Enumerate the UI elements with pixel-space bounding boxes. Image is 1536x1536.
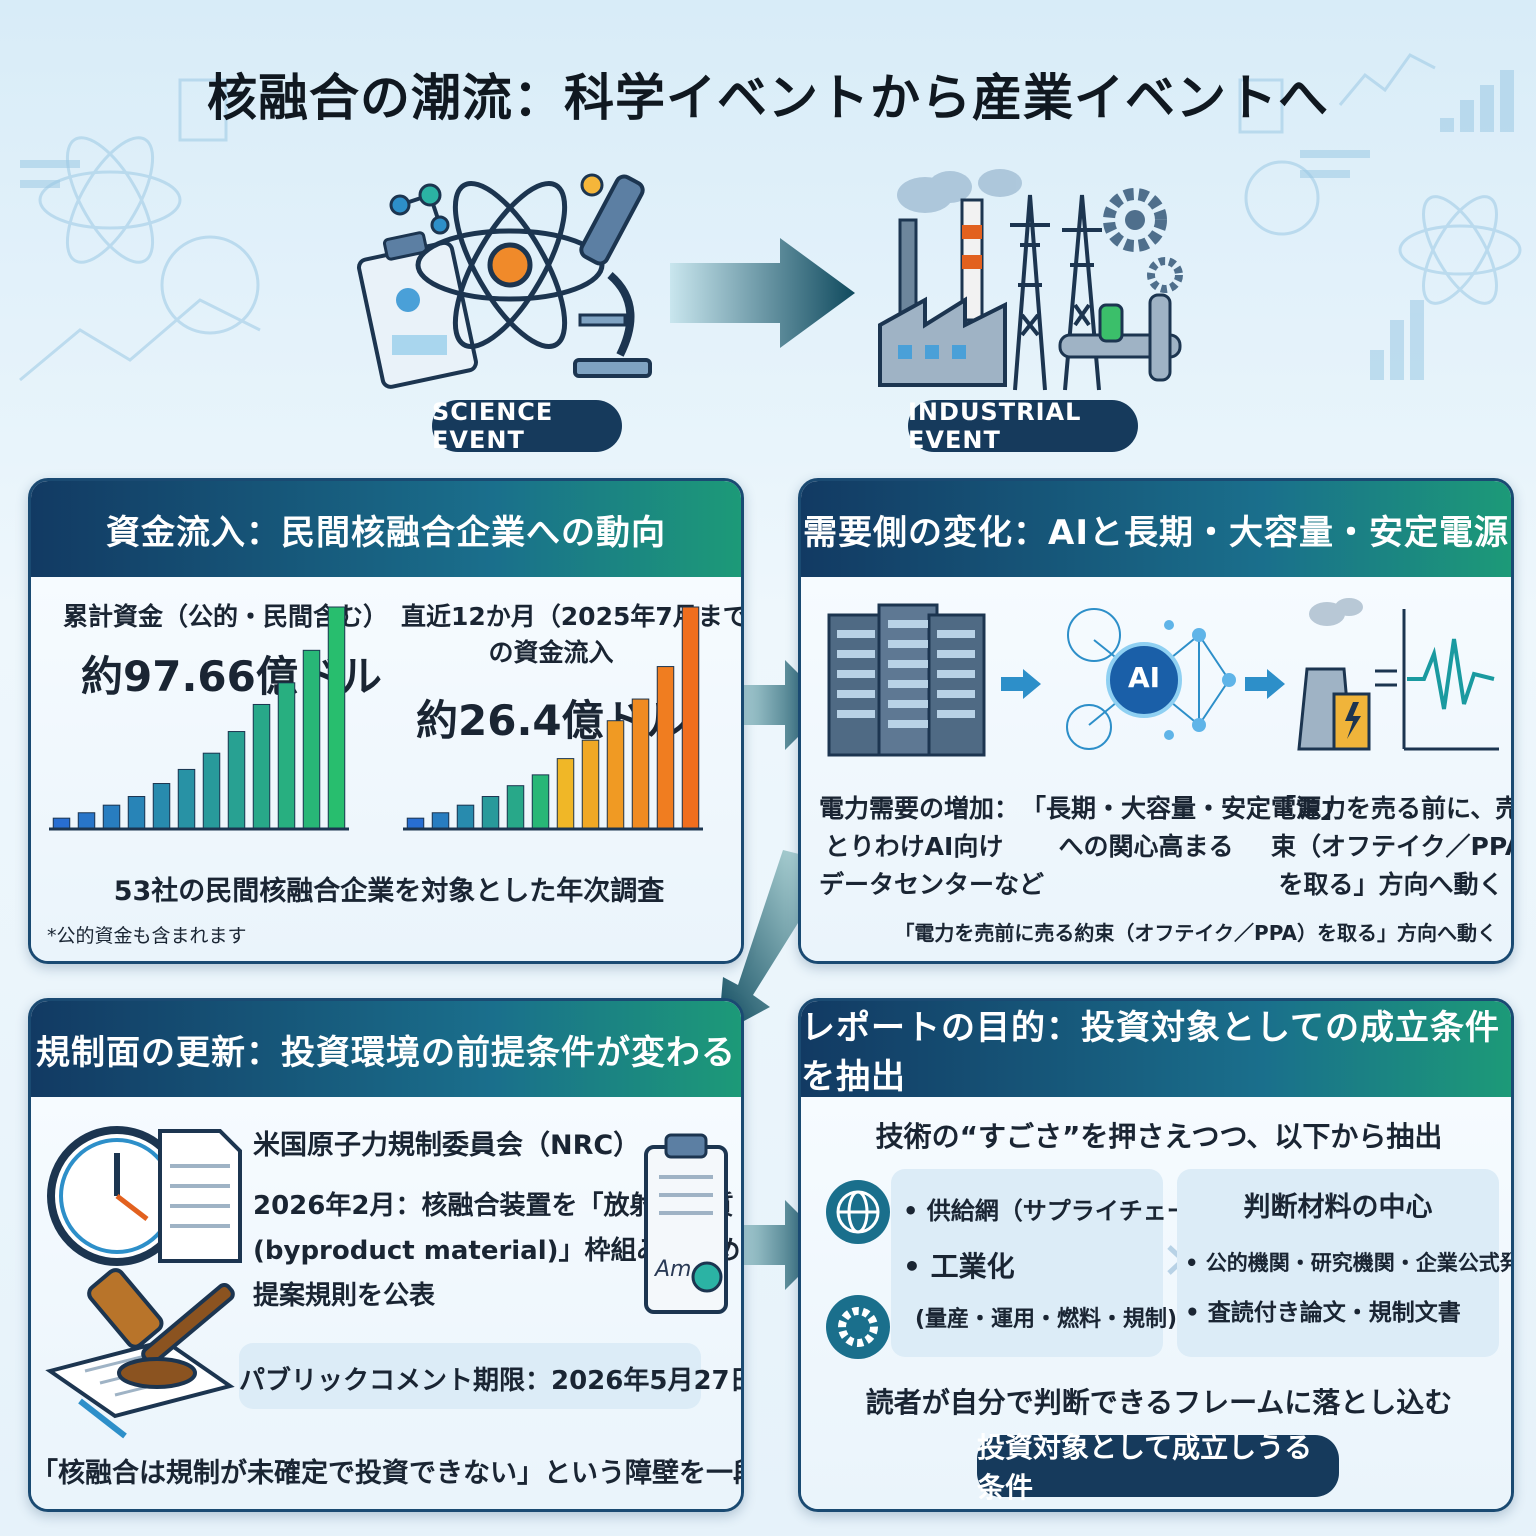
demand-col1-line3: データセンターなど xyxy=(819,870,1045,899)
science-illustration xyxy=(357,173,652,389)
bar xyxy=(481,796,500,830)
regulation-panel: 規制面の更新：投資環境の前提条件が変わる xyxy=(28,998,744,1512)
clipboard-icon xyxy=(357,231,478,389)
supply-item-3: (量産・運用・燃料・規制) xyxy=(915,1307,1178,1332)
supply-item-2: • 工業化 xyxy=(903,1250,1015,1283)
cumulative-funding-chart xyxy=(49,606,349,831)
cloud-icon xyxy=(897,169,1022,213)
demand-body: AI 電力需要の増加： とりわけAI向け データセンターなど 「長期・大容量・安… xyxy=(801,577,1511,961)
supply-box xyxy=(891,1169,1163,1357)
gear-icon xyxy=(1103,188,1183,293)
bar xyxy=(302,649,321,830)
icon-column xyxy=(826,1180,890,1359)
factory-icon xyxy=(878,198,1007,387)
bar xyxy=(406,817,425,830)
bar xyxy=(531,774,550,830)
signed-clipboard-icon xyxy=(644,1133,728,1314)
purpose-lead: 技術の“すごさ”を押さえつつ、以下から抽出 xyxy=(875,1120,1443,1153)
lightbulb-icon xyxy=(580,173,604,197)
bar xyxy=(177,768,196,830)
bar xyxy=(556,758,575,830)
demand-col2-line2: への関心高まる xyxy=(1058,832,1234,861)
demand-header: 需要側の変化：AIと長期・大容量・安定電源 xyxy=(801,481,1511,577)
demand-col2-line1: 「長期・大容量・安定電源」 xyxy=(1021,794,1347,823)
power-tower-icon xyxy=(1010,194,1102,391)
background-pattern xyxy=(19,53,1522,382)
bar xyxy=(277,682,296,830)
bar xyxy=(681,606,700,830)
purpose-header: レポートの目的：投資対象としての成立条件を抽出 xyxy=(801,1001,1511,1097)
bar xyxy=(252,703,271,830)
page-title: 核融合の潮流：科学イベントから産業イベントへ xyxy=(207,69,1329,127)
funding-body: 累計資金（公的・民間含む） 約97.66億ドル 直近12か月（2025年7月まで… xyxy=(31,577,741,961)
ai-label: AI xyxy=(1127,661,1161,694)
gear-icon xyxy=(826,1295,890,1359)
bar xyxy=(581,739,600,830)
industrial-event-tag: INDUSTRIAL EVENT xyxy=(908,398,1138,454)
sources-item-1: • 公的機関・研究機関・企業公式発表 xyxy=(1185,1251,1514,1275)
industrial-illustration xyxy=(878,169,1183,391)
pen-icon xyxy=(78,1398,127,1439)
demand-col3-line1: 「電力を売る前に、売る約 xyxy=(1271,794,1511,823)
transition-arrow xyxy=(670,238,855,348)
small-arrow-icon xyxy=(1001,669,1041,699)
bar xyxy=(227,731,246,830)
funding-panel: 資金流入：民間核融合企業への動向 累計資金（公的・民間含む） 約97.66億ドル… xyxy=(28,478,744,964)
funding-header: 資金流入：民間核融合企業への動向 xyxy=(31,481,741,577)
recent-funding-chart xyxy=(403,606,703,831)
bar xyxy=(506,785,525,830)
science-event-tag: SCIENCE EVENT xyxy=(432,398,622,454)
comment-deadline: パブリックコメント期限：2026年5月27日 xyxy=(239,1366,744,1396)
bar xyxy=(102,804,121,830)
demand-col3-line2: 束（オフテイク／PPA） xyxy=(1271,832,1511,861)
purpose-body: 技術の“すごさ”を押さえつつ、以下から抽出 • 供給網（サプライチェーン） • … xyxy=(801,1097,1511,1509)
bar xyxy=(127,796,146,830)
investment-condition-pill: 投資対象として成立しうる条件 xyxy=(977,1431,1339,1504)
demand-panel: 需要側の変化：AIと長期・大容量・安定電源 AI xyxy=(798,478,1514,964)
pipeline-icon xyxy=(1058,293,1182,382)
signature-mark: Am xyxy=(655,1257,692,1282)
nrc-org: 米国原子力規制委員会（NRC） xyxy=(253,1130,641,1161)
bar xyxy=(456,804,475,830)
globe-icon xyxy=(826,1180,890,1244)
regulation-body: 米国原子力規制委員会（NRC） 2026年2月：核融合装置を「放射性物質 (by… xyxy=(31,1097,741,1509)
survey-note: 53社の民間核融合企業を対象とした年次調査 xyxy=(113,876,665,907)
bar xyxy=(152,783,171,830)
microscope-icon xyxy=(573,174,652,378)
regulation-footer: 「核融合は規制が未確定で投資できない」という障壁を一段下げる xyxy=(31,1458,741,1489)
molecule-icon xyxy=(389,183,450,235)
gavel-icon xyxy=(87,1268,235,1389)
power-plant-icon xyxy=(1297,598,1499,751)
demand-col3-line3: を取る」方向へ動く xyxy=(1278,870,1504,899)
demand-footer: 「電力を売前に売る約束（オフテイク／PPA）を取る」方向へ動く xyxy=(894,921,1497,945)
sources-box xyxy=(1177,1169,1499,1357)
bar xyxy=(656,666,675,830)
regulation-illustration xyxy=(45,1126,242,1439)
bar xyxy=(52,817,71,830)
sources-item-2: • 査読付き論文・規制文書 xyxy=(1185,1300,1461,1326)
demand-col1-line2: とりわけAI向け xyxy=(824,832,1004,861)
server-rack-icon xyxy=(827,603,986,757)
document-icon xyxy=(158,1129,242,1263)
frame-statement: 読者が自分で判断できるフレームに落とし込む xyxy=(865,1386,1453,1419)
small-arrow-icon xyxy=(1245,669,1285,699)
regulation-header: 規制面の更新：投資環境の前提条件が変わる xyxy=(31,1001,741,1097)
ai-network-icon xyxy=(1066,608,1236,750)
bar xyxy=(327,606,346,830)
bar xyxy=(431,812,450,830)
demand-col1-line1: 電力需要の増加： xyxy=(819,794,1020,823)
recent-label-2: の資金流入 xyxy=(488,638,614,667)
deadline-box xyxy=(239,1343,701,1409)
bar xyxy=(606,720,625,830)
sources-title: 判断材料の中心 xyxy=(1243,1192,1433,1223)
bar xyxy=(77,812,96,830)
bar xyxy=(202,752,221,830)
regulation-line3: 提案規則を公表 xyxy=(253,1281,436,1311)
footnote: *公的資金も含まれます xyxy=(47,925,247,947)
bar xyxy=(631,698,650,830)
purpose-panel: レポートの目的：投資対象としての成立条件を抽出 技術の“すごさ”を押さえつつ、以… xyxy=(798,998,1514,1512)
